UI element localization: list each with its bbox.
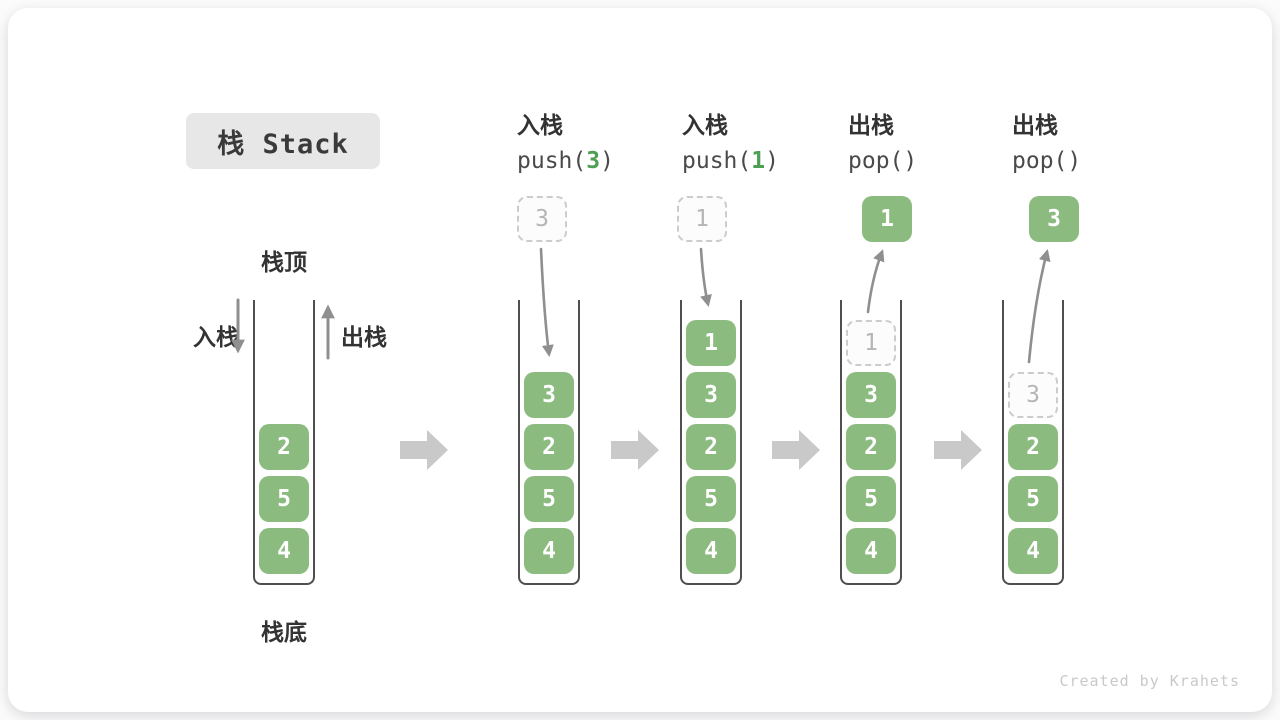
push-1-motion-arrow <box>699 247 712 307</box>
operation-code: pop() <box>848 148 917 174</box>
code-prefix: push( <box>517 148 587 174</box>
floating-box-popped-1: 1 <box>862 196 912 242</box>
flow-arrow-icon <box>400 430 448 470</box>
operation-name: 入栈 <box>517 113 563 139</box>
code-prefix: pop( <box>848 148 904 174</box>
stack-item: 5 <box>846 476 896 522</box>
stack-item: 2 <box>524 424 574 470</box>
stack-item-removed: 3 <box>1008 372 1058 418</box>
label-stack-bottom: 栈底 <box>261 620 307 646</box>
stack-item: 4 <box>846 528 896 574</box>
stack-item: 5 <box>686 476 736 522</box>
code-suffix: ) <box>600 148 614 174</box>
stack-item-removed: 1 <box>846 320 896 366</box>
operation-name: 出栈 <box>1012 113 1058 139</box>
flow-arrow-icon <box>611 430 659 470</box>
stack-item: 4 <box>686 528 736 574</box>
credit-text: Created by Krahets <box>1059 672 1240 690</box>
stack-item: 5 <box>524 476 574 522</box>
stack-item: 1 <box>686 320 736 366</box>
stack-item: 5 <box>259 476 309 522</box>
stack-state-4: 1 3 2 5 4 <box>840 300 902 585</box>
stack-item: 4 <box>259 528 309 574</box>
right-block-arrow <box>611 430 659 470</box>
stack-item: 3 <box>524 372 574 418</box>
stack-item: 4 <box>1008 528 1058 574</box>
stack-item: 2 <box>686 424 736 470</box>
stack-item: 3 <box>846 372 896 418</box>
operation-code: push(1) <box>682 148 779 174</box>
operation-code: push(3) <box>517 148 614 174</box>
right-block-arrow <box>400 430 448 470</box>
code-arg: 1 <box>751 148 766 174</box>
title-box: 栈 Stack <box>186 113 380 169</box>
flow-arrow-icon <box>772 430 820 470</box>
code-prefix: pop( <box>1012 148 1068 174</box>
operation-caption-push1: 入栈 push(1) <box>682 106 779 174</box>
operation-caption-pop-2: 出栈 pop() <box>1012 106 1081 174</box>
operation-caption-pop-1: 出栈 pop() <box>848 106 917 174</box>
label-stack-top: 栈顶 <box>261 250 307 276</box>
floating-box-popped-3: 3 <box>1029 196 1079 242</box>
floating-box-push-3: 3 <box>517 196 567 242</box>
stack-state-1: 2 5 4 <box>253 300 315 585</box>
operation-name: 出栈 <box>848 113 894 139</box>
operation-code: pop() <box>1012 148 1081 174</box>
right-block-arrow <box>934 430 982 470</box>
operation-name: 入栈 <box>682 113 728 139</box>
code-prefix: push( <box>682 148 752 174</box>
stack-item: 5 <box>1008 476 1058 522</box>
floating-box-push-1: 1 <box>677 196 727 242</box>
operation-caption-push3: 入栈 push(3) <box>517 106 614 174</box>
stack-state-5: 3 2 5 4 <box>1002 300 1064 585</box>
stack-item: 2 <box>1008 424 1058 470</box>
stack-state-3: 1 3 2 5 4 <box>680 300 742 585</box>
page-title: 栈 Stack <box>217 128 349 160</box>
stack-item: 2 <box>259 424 309 470</box>
label-pop: 出栈 <box>341 325 387 351</box>
code-suffix: ) <box>1067 148 1082 174</box>
stack-item: 4 <box>524 528 574 574</box>
stack-item: 3 <box>686 372 736 418</box>
right-block-arrow <box>772 430 820 470</box>
stack-item: 2 <box>846 424 896 470</box>
code-arg: 3 <box>586 148 601 174</box>
label-push: 入栈 <box>193 325 239 351</box>
flow-arrow-icon <box>934 430 982 470</box>
stack-state-2: 3 2 5 4 <box>518 300 580 585</box>
code-suffix: ) <box>765 148 779 174</box>
code-suffix: ) <box>903 148 918 174</box>
